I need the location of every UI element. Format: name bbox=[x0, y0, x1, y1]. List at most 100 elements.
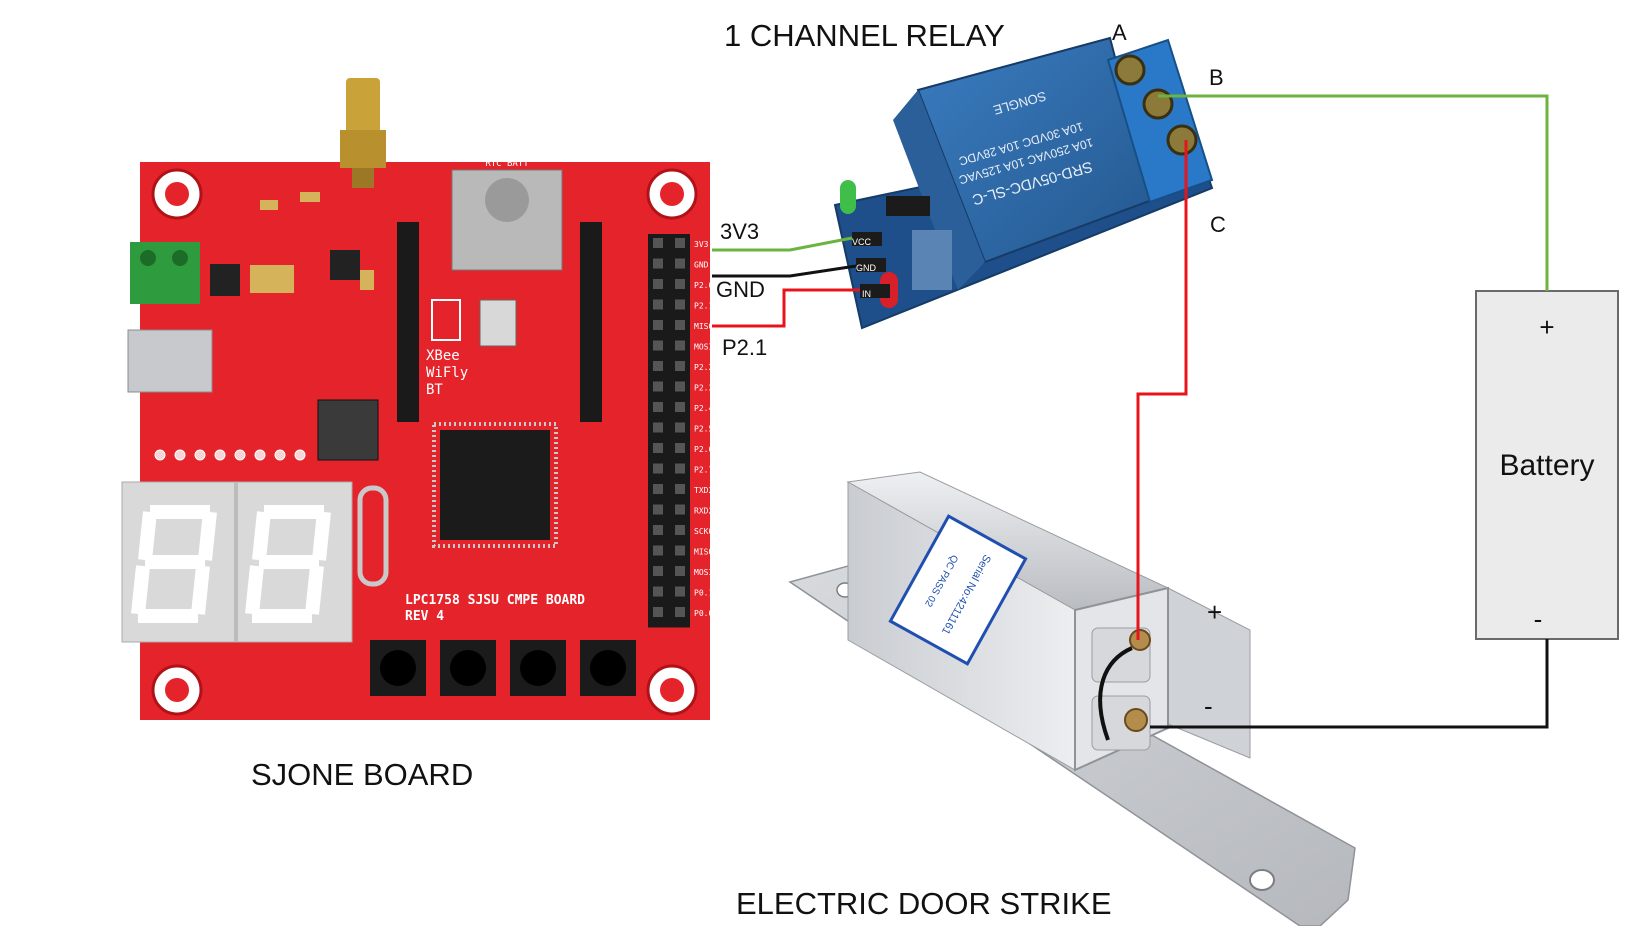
wire-battery-strike bbox=[1150, 639, 1549, 729]
header-pin-label: P2.1 bbox=[694, 302, 713, 311]
header-pin bbox=[653, 443, 663, 453]
header-pin-label: MISO0 bbox=[694, 548, 718, 557]
wire-3v3 bbox=[712, 236, 853, 252]
header-pin bbox=[675, 484, 685, 494]
slide-switch bbox=[479, 299, 517, 347]
header-pin bbox=[675, 238, 685, 248]
wire-label-3v3: 3V3 bbox=[720, 219, 759, 244]
relay-terminal-b-label: B bbox=[1209, 65, 1224, 90]
wire-gnd bbox=[712, 264, 857, 278]
battery-plus-label: + bbox=[1539, 312, 1554, 342]
relay-module: SRD-05VDC-SL-C 10A 250VAC 10A 125VAC 10A… bbox=[833, 36, 1214, 330]
header-pin bbox=[653, 299, 663, 310]
header-pin-label: MOSI1 bbox=[694, 343, 718, 352]
header-pin bbox=[653, 402, 663, 412]
strike-internal-wire bbox=[1098, 646, 1133, 741]
relay-title: 1 CHANNEL RELAY bbox=[724, 18, 1005, 53]
header-pin bbox=[675, 566, 685, 576]
strike-minus-label: - bbox=[1204, 691, 1213, 721]
xbee-socket-label: XBee WiFly BT bbox=[426, 299, 468, 398]
usb-connector bbox=[127, 329, 213, 393]
header-pin-label: TXD2 bbox=[694, 486, 713, 495]
header-pin bbox=[653, 484, 663, 494]
header-pin bbox=[675, 361, 685, 371]
header-pin bbox=[653, 566, 663, 576]
header-pin bbox=[675, 299, 685, 310]
header-pin bbox=[675, 545, 685, 556]
sjone-board: RTC BATT XBee WiFly BT bbox=[121, 78, 718, 720]
battery: + Battery - bbox=[1475, 290, 1619, 640]
strike-plate-hole bbox=[1249, 869, 1275, 891]
relay-side bbox=[893, 90, 985, 290]
power-screw-terminal bbox=[130, 242, 200, 304]
strike-screw-plus bbox=[1129, 629, 1151, 651]
header-pin-label: P0.0 bbox=[694, 609, 713, 618]
strike-plus-label: + bbox=[1207, 597, 1222, 627]
header-pin bbox=[675, 422, 685, 433]
reset-button bbox=[317, 399, 379, 461]
header-pin bbox=[653, 504, 663, 515]
board-title: SJONE BOARD bbox=[251, 757, 473, 792]
header-pin-label: P2.5 bbox=[694, 425, 713, 434]
header-pin bbox=[653, 545, 663, 556]
smd-components bbox=[210, 192, 374, 296]
header-pin-label: SCK0 bbox=[694, 527, 713, 536]
relay-terminal-a-label: A bbox=[1112, 20, 1127, 45]
relay-smd-area bbox=[912, 230, 952, 290]
header-pin bbox=[653, 340, 663, 351]
xbee-text: XBee bbox=[426, 348, 460, 364]
header-pin bbox=[653, 586, 663, 597]
header-pin bbox=[653, 525, 663, 535]
header-pin bbox=[675, 607, 685, 617]
header-pin bbox=[675, 463, 685, 474]
header-pin-label: P2.4 bbox=[694, 404, 713, 413]
relay-pin-gnd: GND bbox=[856, 263, 877, 273]
wire-p21 bbox=[712, 288, 860, 328]
header-pin bbox=[675, 320, 685, 330]
header-pin bbox=[653, 320, 663, 330]
crystal bbox=[357, 485, 389, 587]
header-pin bbox=[675, 258, 685, 269]
header-pin bbox=[653, 238, 663, 248]
header-pin-label: P2.0 bbox=[694, 281, 713, 290]
header-pin-label: P0.1 bbox=[694, 589, 713, 598]
header-pin-label: P2.6 bbox=[694, 445, 713, 454]
tactile-buttons bbox=[370, 640, 636, 696]
relay-pin-in: IN bbox=[862, 289, 871, 299]
header-pin bbox=[653, 279, 663, 289]
lpc1758-chip bbox=[432, 422, 558, 548]
wire-relay-b-battery bbox=[1158, 94, 1549, 291]
header-pin bbox=[675, 586, 685, 597]
wire-relay-c-strike bbox=[1136, 140, 1188, 640]
battery-label: Battery bbox=[1499, 449, 1594, 482]
wire-label-gnd: GND bbox=[716, 277, 765, 302]
header-pin-label: GND bbox=[694, 261, 709, 270]
header-pin-label: P2.3 bbox=[694, 384, 713, 393]
battery-minus-label: - bbox=[1534, 604, 1543, 634]
relay-diode bbox=[886, 196, 930, 216]
relay-input-header: VCC GND IN bbox=[852, 232, 890, 299]
board-rev-label: REV 4 bbox=[405, 609, 444, 624]
header-pin-label: MOSI0 bbox=[694, 568, 718, 577]
header-pin bbox=[675, 279, 685, 289]
header-pin bbox=[653, 607, 663, 617]
header-pin bbox=[675, 381, 685, 392]
jtag-holes bbox=[154, 449, 306, 461]
strike-label-sticker: Serial No:4211161 QC PASS 02 bbox=[888, 514, 1028, 666]
wires bbox=[712, 94, 1549, 729]
header-pin bbox=[675, 340, 685, 351]
sma-antenna-connector bbox=[340, 78, 386, 188]
header-pin bbox=[675, 525, 685, 535]
header-pin-label: 3V3 bbox=[694, 240, 709, 249]
relay-terminal-c-label: C bbox=[1210, 212, 1226, 237]
xbee-header-right bbox=[580, 222, 602, 422]
rtc-label: RTC BATT bbox=[485, 159, 529, 169]
relay-pin-vcc: VCC bbox=[852, 237, 872, 247]
wifly-text: WiFly bbox=[426, 365, 468, 381]
header-pin bbox=[675, 504, 685, 515]
header-pin bbox=[653, 361, 663, 371]
header-pin-label: RXD2 bbox=[694, 507, 713, 516]
header-pin-label: P2.7 bbox=[694, 466, 713, 475]
bt-text: BT bbox=[426, 382, 443, 398]
